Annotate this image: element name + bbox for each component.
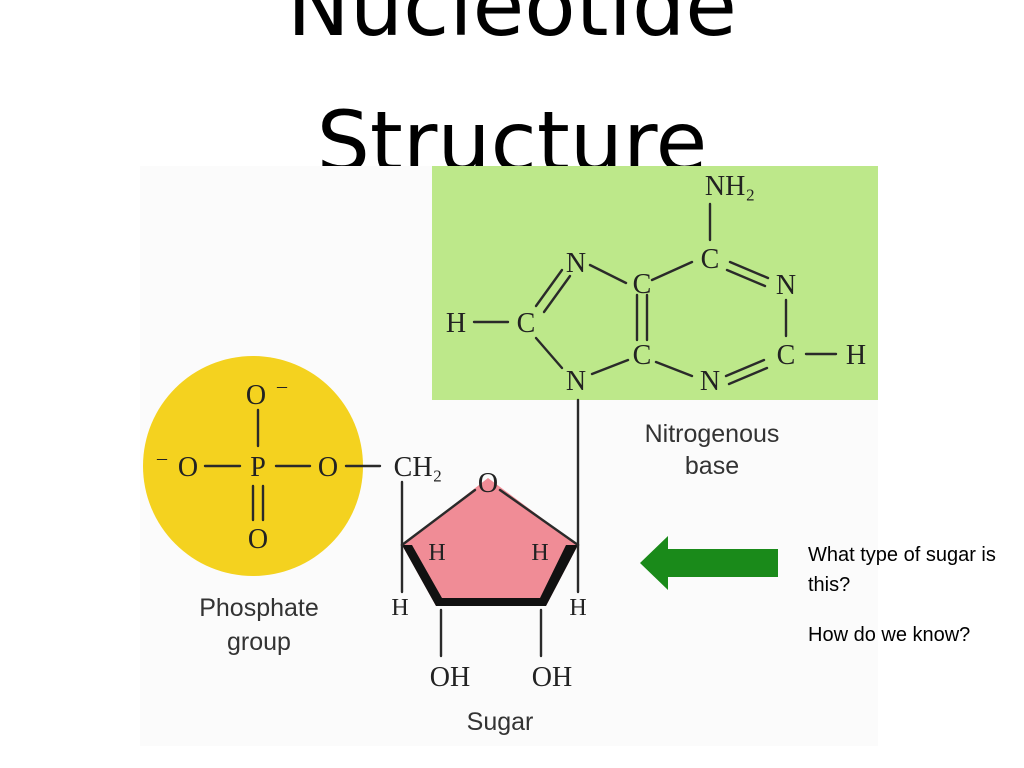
- atom-c-mid-bottom: C: [633, 340, 652, 371]
- label-phosphate-group-line-1: Phosphate: [199, 594, 319, 622]
- atom-ch2: CH₂: [394, 452, 443, 483]
- slide-title-line-1: Nucleotide: [287, 0, 737, 55]
- note-sugar-type-question: What type of sugar is this?: [808, 544, 996, 596]
- atom-c-top: C: [701, 244, 720, 275]
- sugar-bond-right: [498, 488, 580, 547]
- atom-h-right: H: [846, 340, 866, 371]
- atom-c-right: C: [777, 340, 796, 371]
- label-nitrogenous-base-line-1: Nitrogenous: [645, 420, 780, 448]
- phosphate-bonds: [203, 408, 404, 547]
- atom-oh-right: OH: [532, 662, 572, 693]
- atom-n-bottom-left: N: [566, 366, 586, 397]
- sugar-ring: [402, 478, 578, 606]
- atom-oh-left: OH: [430, 662, 470, 693]
- atom-n-bottom-right: N: [700, 366, 720, 397]
- atom-o-ring: O: [478, 468, 498, 499]
- sugar-bond-left: [400, 488, 477, 547]
- label-sugar: Sugar: [467, 708, 534, 736]
- atom-h-inner-right: H: [531, 540, 548, 566]
- atom-c-left: C: [517, 308, 536, 339]
- atom-n-top-left: N: [566, 248, 586, 279]
- atom-o-top: O: [246, 380, 266, 411]
- atom-h-outer-right: H: [569, 595, 586, 621]
- atom-o-right: O: [318, 452, 338, 483]
- atom-nh2: NH₂: [705, 171, 755, 202]
- atom-o-left: O: [178, 452, 198, 483]
- atom-c-mid-top: C: [633, 269, 652, 300]
- base-bonds: [472, 202, 838, 547]
- green-arrow: [640, 536, 778, 590]
- atom-h-left: H: [446, 308, 466, 339]
- atom-o-bottom: O: [248, 524, 268, 555]
- phosphate-circle: [143, 356, 363, 576]
- atom-p: P: [250, 452, 266, 483]
- charge-o-top: –: [276, 375, 288, 397]
- charge-o-left: –: [156, 447, 168, 469]
- label-phosphate-group-line-2: group: [227, 628, 291, 656]
- sugar-bonds: [400, 543, 580, 658]
- atom-h-outer-left: H: [391, 595, 408, 621]
- label-nitrogenous-base-line-2: base: [685, 452, 739, 480]
- note-how-do-we-know: How do we know?: [808, 624, 971, 646]
- base-highlight-box: [432, 166, 878, 400]
- atom-n-right: N: [776, 270, 796, 301]
- atom-h-inner-left: H: [428, 540, 445, 566]
